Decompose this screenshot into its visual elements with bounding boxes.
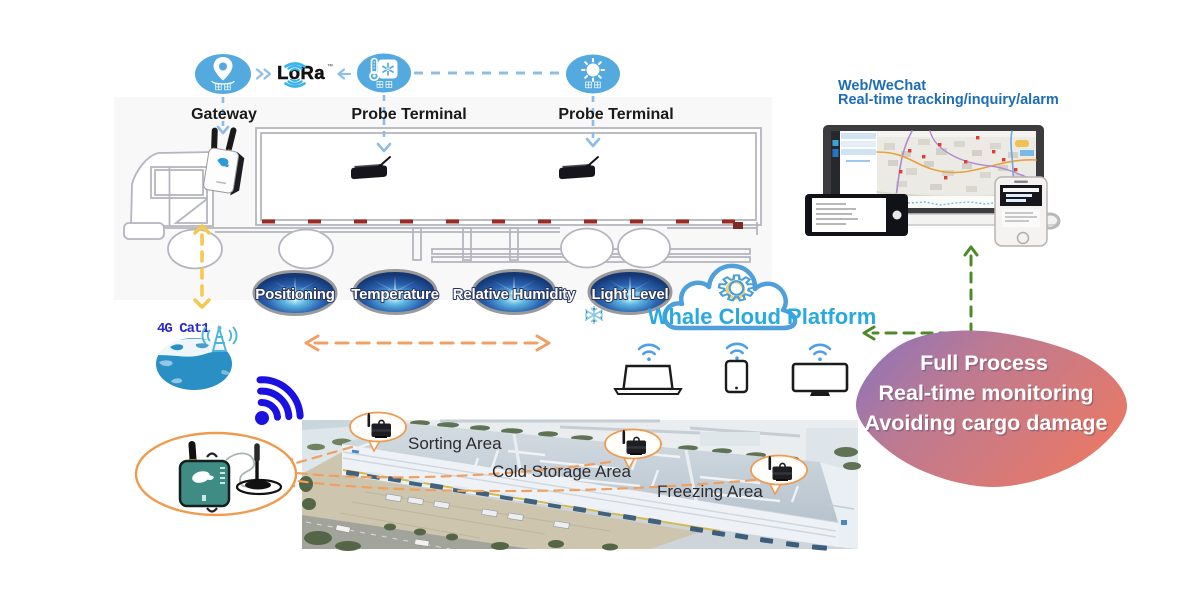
svg-text:Sorting Area: Sorting Area	[408, 434, 502, 453]
svg-text:Full Process: Full Process	[920, 351, 1048, 375]
svg-text:Light Level: Light Level	[592, 286, 669, 303]
svg-text:Relative Humidity: Relative Humidity	[453, 286, 576, 303]
svg-text:Real-time monitoring: Real-time monitoring	[880, 383, 1095, 407]
svg-text:4G Cat1: 4G Cat1	[157, 321, 209, 337]
svg-text:Positioning: Positioning	[255, 286, 334, 303]
svg-text:Probe Terminal: Probe Terminal	[351, 106, 466, 123]
svg-text:Whale Cloud Platform: Whale Cloud Platform	[648, 304, 877, 329]
svg-text:Full Process: Full Process	[921, 353, 1049, 377]
svg-text:Web/WeChat: Web/WeChat	[838, 78, 926, 94]
svg-text:Freezing Area: Freezing Area	[657, 482, 763, 501]
svg-text:Avoiding cargo damage: Avoiding cargo damage	[865, 411, 1108, 435]
svg-text:Avoiding cargo damage: Avoiding cargo damage	[866, 413, 1109, 437]
svg-text:™: ™	[327, 63, 333, 70]
svg-text:Cold Storage Area: Cold Storage Area	[492, 462, 631, 481]
svg-text:Real-time tracking/inquiry/ala: Real-time tracking/inquiry/alarm	[838, 92, 1059, 108]
svg-text:Gateway: Gateway	[191, 106, 257, 123]
svg-text:Probe Terminal: Probe Terminal	[558, 106, 673, 123]
svg-text:Temperature: Temperature	[351, 286, 439, 303]
svg-text:Real-time monitoring: Real-time monitoring	[878, 381, 1093, 405]
